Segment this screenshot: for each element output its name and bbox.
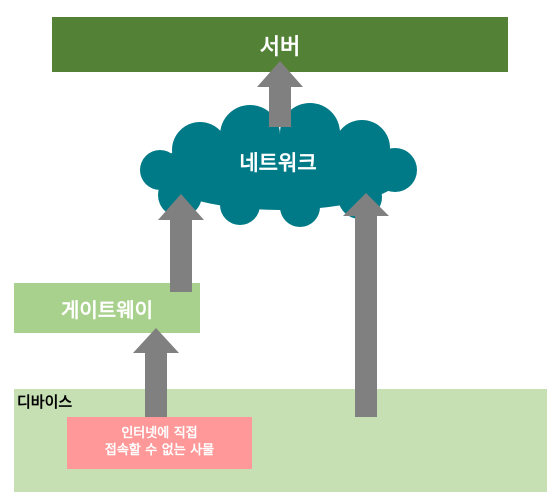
network-cloud [140, 103, 417, 227]
offline-thing-line2: 접속할 수 없는 사물 [104, 443, 215, 458]
arrow-gateway-to-network [158, 194, 204, 292]
offline-thing-line1: 인터넷에 직접 [121, 426, 198, 442]
server-label: 서버 [259, 34, 301, 60]
offline-thing-box: 인터넷에 직접 접속할 수 없는 사물 [67, 417, 252, 469]
gateway-box: 게이트웨이 [14, 283, 200, 333]
network-label: 네트워크 [239, 151, 317, 175]
arrow-device-to-network [343, 193, 389, 417]
gateway-label: 게이트웨이 [61, 297, 153, 322]
device-label: 디바이스 [17, 393, 73, 411]
arrow-thing-to-gateway [133, 328, 179, 418]
arrow-network-to-server [257, 61, 303, 127]
